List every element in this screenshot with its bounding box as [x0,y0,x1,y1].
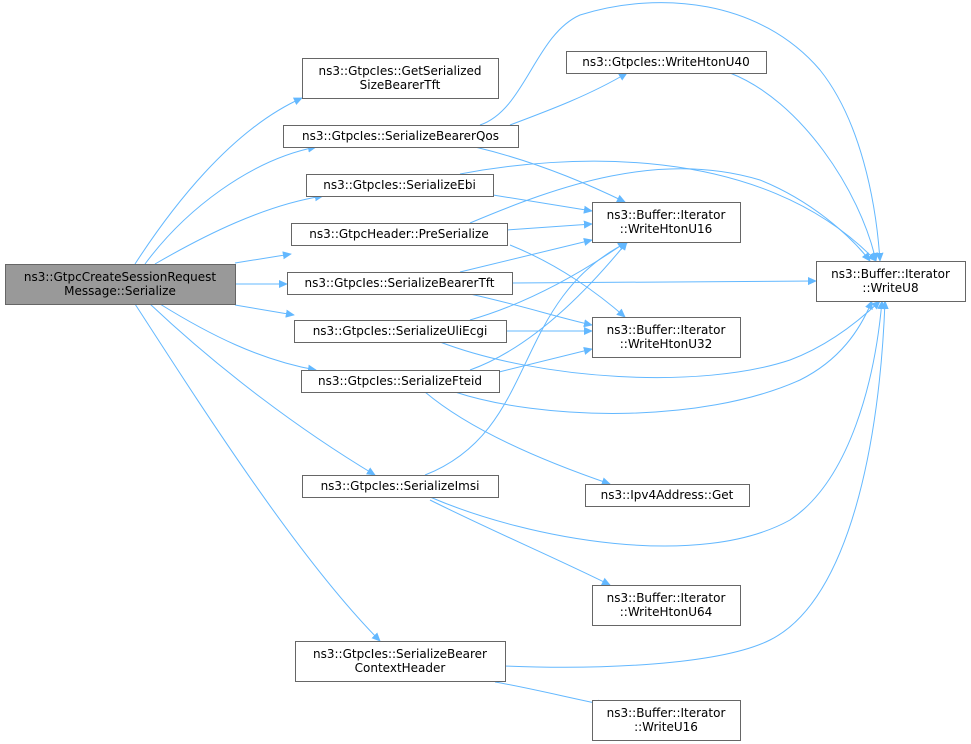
edge-serialize-bearer-context-header-to-write-u16 [494,681,606,708]
node-box [5,264,236,305]
node-box [294,320,507,343]
node-box [287,272,513,295]
node-label-line: ns3::Buffer::Iterator [607,323,726,337]
edge-serialize-fteid-to-write-hton-u16 [469,241,628,371]
edge-write-hton-u40-to-write-u8 [729,72,879,262]
node-label-line: SizeBearerTft [360,78,441,92]
node-serialize-uli-ecgi[interactable]: ns3::GtpcIes::SerializeUliEcgi [294,320,507,343]
node-write-hton-u64[interactable]: ns3::Buffer::Iterator::WriteHtonU64 [592,585,741,626]
node-label-line: ns3::GtpcIes::SerializeImsi [321,479,480,493]
node-box [592,585,741,626]
node-label-line: ns3::GtpcIes::WriteHtonU40 [582,55,749,69]
node-label-line: ns3::Buffer::Iterator [831,267,950,281]
node-box [585,484,750,507]
edge-root-to-serialize-fteid [159,303,317,373]
node-label-line: ::WriteHtonU32 [620,337,713,351]
edge-serialize-fteid-to-write-hton-u32 [498,347,593,373]
nodes: ns3::GtpcCreateSessionRequestMessage::Se… [5,51,966,741]
node-box [295,641,506,682]
node-box [302,58,499,99]
node-box [306,174,494,197]
edge-serialize-bearer-qos-to-write-u8 [479,2,884,262]
node-label-line: ns3::GtpcIes::SerializeBearerQos [302,129,499,143]
edge-pre-serialize-to-write-hton-u16 [506,220,593,231]
node-label-line: ns3::GtpcIes::GetSerialized [318,64,481,78]
node-label-line: ::WriteHtonU64 [620,605,713,619]
node-write-hton-u16[interactable]: ns3::Buffer::Iterator::WriteHtonU16 [592,202,741,243]
node-serialize-bearer-tft[interactable]: ns3::GtpcIes::SerializeBearerTft [287,272,513,295]
node-label-line: ns3::GtpcIes::SerializeBearerTft [304,276,494,290]
node-label-line: ns3::Buffer::Iterator [607,208,726,222]
node-serialize-ebi[interactable]: ns3::GtpcIes::SerializeEbi [306,174,494,197]
node-box [592,700,741,741]
node-label-line: ::WriteU16 [634,720,698,734]
node-label-line: ns3::GtpcIes::SerializeEbi [323,178,476,192]
edge-serialize-fteid-to-write-u8 [454,300,873,414]
node-label-line: ns3::GtpcHeader::PreSerialize [309,227,488,241]
node-label-line: ::WriteU8 [862,281,918,295]
node-label-line: ns3::GtpcCreateSessionRequest [24,270,216,284]
node-serialize-fteid[interactable]: ns3::GtpcIes::SerializeFteid [301,370,500,393]
edge-serialize-uli-ecgi-to-write-u8 [439,300,881,379]
node-box [283,125,519,148]
edge-root-to-serialize-bearer-qos [144,144,317,265]
edge-root-to-serialize-imsi [149,303,376,476]
edge-serialize-fteid-to-ipv4-address-get [424,391,611,486]
node-write-u16[interactable]: ns3::Buffer::Iterator::WriteU16 [592,700,741,741]
node-label-line: ns3::Buffer::Iterator [607,706,726,720]
node-box [592,202,741,243]
edge-serialize-bearer-tft-to-write-hton-u16 [459,238,593,273]
node-write-hton-u40[interactable]: ns3::GtpcIes::WriteHtonU40 [566,51,767,74]
node-label-line: ns3::GtpcIes::SerializeFteid [318,374,482,388]
edge-root-to-serialize-bearer-context-header [134,303,381,642]
node-serialize-imsi[interactable]: ns3::GtpcIes::SerializeImsi [302,475,499,498]
node-serialize-bearer-qos[interactable]: ns3::GtpcIes::SerializeBearerQos [283,125,519,148]
node-root: ns3::GtpcCreateSessionRequestMessage::Se… [5,264,236,305]
node-box [816,261,966,302]
node-pre-serialize[interactable]: ns3::GtpcHeader::PreSerialize [291,223,508,246]
node-label-line: ns3::GtpcIes::SerializeBearer [313,647,487,661]
edge-serialize-imsi-to-write-u8 [429,300,886,547]
edge-serialize-bearer-tft-to-write-hton-u32 [469,293,593,328]
edge-serialize-bearer-tft-to-write-u8 [511,277,817,286]
edge-root-to-serialize-uli-ecgi [234,304,295,318]
node-write-u8[interactable]: ns3::Buffer::Iterator::WriteU8 [816,261,966,302]
node-label-line: Message::Serialize [64,284,176,298]
edge-serialize-ebi-to-write-u8 [459,160,877,262]
node-box [592,317,741,358]
edge-serialize-bearer-qos-to-write-hton-u40 [509,72,628,126]
edge-serialize-ebi-to-write-hton-u16 [492,194,593,214]
edge-root-to-get-serialized-size-bearer-tft [134,97,303,265]
edge-pre-serialize-to-write-u8 [469,168,871,262]
node-label-line: ContextHeader [355,661,446,675]
edge-serialize-imsi-to-write-hton-u64 [429,499,611,586]
edge-serialize-bearer-qos-to-write-hton-u16 [474,146,626,203]
node-write-hton-u32[interactable]: ns3::Buffer::Iterator::WriteHtonU32 [592,317,741,358]
node-ipv4-address-get[interactable]: ns3::Ipv4Address::Get [585,484,750,507]
node-box [291,223,508,246]
node-label-line: ::WriteHtonU16 [620,222,713,236]
edge-root-to-serialize-ebi [154,193,324,265]
node-label-line: ns3::Buffer::Iterator [607,591,726,605]
node-box [301,370,500,393]
node-box [566,51,767,74]
node-label-line: ns3::Ipv4Address::Get [601,488,734,502]
node-serialize-bearer-context-header[interactable]: ns3::GtpcIes::SerializeBearerContextHead… [295,641,506,682]
edge-serialize-bearer-context-header-to-write-u8 [504,300,889,668]
edge-serialize-imsi-to-write-hton-u16 [424,241,629,476]
node-box [302,475,499,498]
edge-root-to-pre-serialize [234,251,292,264]
edges [134,2,889,708]
node-label-line: ns3::GtpcIes::SerializeUliEcgi [313,324,488,338]
